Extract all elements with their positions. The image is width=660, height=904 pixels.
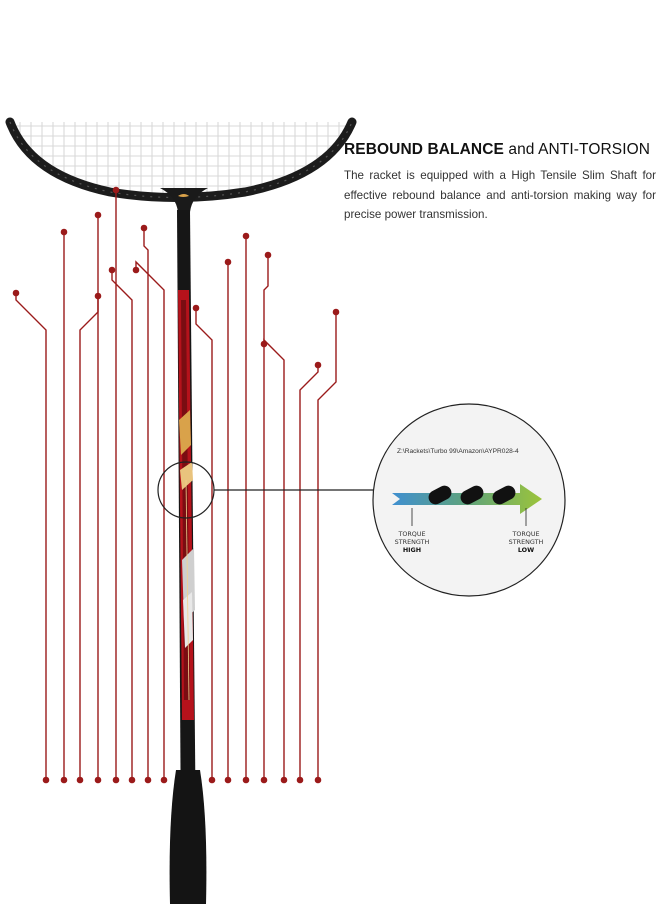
circuit-node (209, 777, 214, 782)
circuit-trace (144, 228, 148, 780)
circuit-node (315, 362, 320, 367)
circuit-trace (80, 296, 98, 780)
feature-description: The racket is equipped with a High Tensi… (344, 166, 656, 225)
circuit-trace (16, 293, 46, 780)
circuit-trace (264, 255, 268, 780)
circuit-trace (196, 308, 212, 780)
inset-file-path: Z:\Rackets\Turbo 99\Amazon\AYPR028-4 (397, 448, 519, 455)
racket-handle (170, 770, 207, 904)
racket-shaft (177, 210, 196, 850)
circuit-node (113, 777, 118, 782)
circuit-node (77, 777, 82, 782)
circuit-node (43, 777, 48, 782)
circuit-node (315, 777, 320, 782)
circuit-node (225, 777, 230, 782)
circuit-node (297, 777, 302, 782)
circuit-trace (112, 270, 132, 780)
circuit-node (281, 777, 286, 782)
circuit-trace (318, 312, 336, 780)
circuit-node (161, 777, 166, 782)
circuit-node (261, 777, 266, 782)
circuit-trace (300, 365, 318, 780)
circuit-node (333, 309, 338, 314)
circuit-node (95, 777, 100, 782)
circuit-node (193, 305, 198, 310)
circuit-node (109, 267, 114, 272)
section-heading: REBOUND BALANCE and ANTI-TORSION (344, 141, 650, 159)
circuit-node (141, 225, 146, 230)
circuit-node (145, 777, 150, 782)
circuit-lines (13, 187, 338, 782)
circuit-node (133, 267, 138, 272)
torque-high-label: TORQUE STRENGTH HIGH (386, 530, 438, 554)
circuit-node (113, 187, 118, 192)
circuit-trace (264, 340, 284, 780)
heading-bold: REBOUND BALANCE (344, 141, 504, 158)
heading-regular: and ANTI-TORSION (504, 141, 650, 158)
circuit-node (225, 259, 230, 264)
circuit-node (261, 341, 266, 346)
circuit-node (243, 233, 248, 238)
circuit-trace (136, 262, 164, 780)
circuit-node (95, 212, 100, 217)
torque-low-label: TORQUE STRENGTH LOW (500, 530, 552, 554)
circuit-node (13, 290, 18, 295)
circuit-node (61, 229, 66, 234)
circuit-node (129, 777, 134, 782)
circuit-node (61, 777, 66, 782)
circuit-node (243, 777, 248, 782)
circuit-node (265, 252, 270, 257)
